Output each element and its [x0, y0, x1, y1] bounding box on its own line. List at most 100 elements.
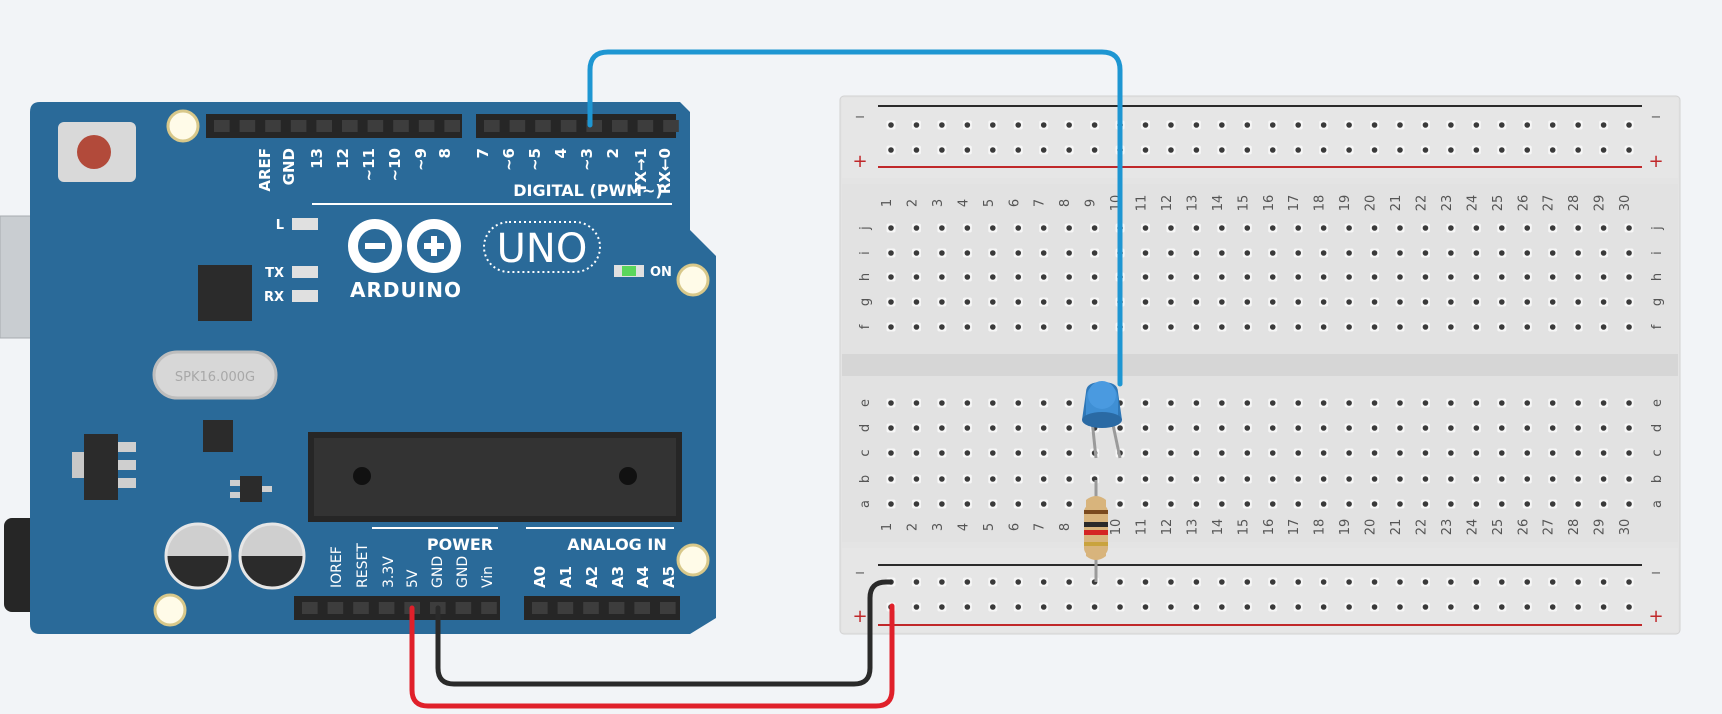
breadboard-hole-socket: [1142, 147, 1149, 153]
breadboard-hole-socket: [1244, 579, 1251, 585]
column-label: 28: [1567, 195, 1582, 212]
digital-pin-label: ~11: [360, 148, 378, 181]
header-pin[interactable]: [532, 602, 548, 614]
blue-led[interactable]: [1082, 381, 1122, 459]
breadboard-hole-socket: [1320, 299, 1327, 305]
row-label: j: [1650, 226, 1665, 231]
power-pin-label: 5V: [405, 569, 421, 588]
column-label: 1: [880, 523, 895, 531]
breadboard-hole-socket: [1295, 604, 1301, 610]
header-pin[interactable]: [634, 602, 650, 614]
breadboard-hole-socket: [1346, 604, 1352, 610]
breadboard-hole-socket: [1371, 324, 1378, 330]
power-header[interactable]: [294, 596, 500, 620]
breadboard-hole-socket: [1371, 579, 1378, 585]
breadboard-hole-socket: [1295, 425, 1301, 431]
header-pin[interactable]: [290, 120, 307, 132]
header-pin[interactable]: [612, 120, 628, 132]
breadboard-hole-socket: [1320, 147, 1327, 153]
breadboard-hole-socket: [1295, 274, 1301, 280]
header-pin[interactable]: [265, 120, 281, 132]
breadboard-hole-socket: [1422, 147, 1429, 153]
breadboard-hole-socket: [1524, 299, 1531, 305]
breadboard-hole-socket: [1575, 225, 1581, 231]
header-pin[interactable]: [481, 602, 497, 614]
breadboard-hole-socket: [990, 400, 996, 406]
mounting-hole: [676, 543, 710, 577]
breadboard-hole-socket: [1371, 299, 1378, 305]
breadboard-hole-socket: [1066, 299, 1072, 305]
mounting-hole: [676, 263, 710, 297]
breadboard-hole-socket: [1142, 501, 1149, 507]
column-label: 24: [1465, 519, 1480, 536]
header-pin[interactable]: [509, 120, 526, 132]
breadboard-hole-socket: [1269, 225, 1276, 231]
row-label: c: [858, 449, 873, 456]
header-pin[interactable]: [239, 120, 256, 132]
header-pin[interactable]: [393, 120, 409, 132]
breadboard-hole-socket: [1448, 274, 1454, 280]
breadboard-hole-socket: [1499, 250, 1505, 256]
header-pin[interactable]: [637, 120, 654, 132]
breadboard-hole-socket: [1371, 122, 1378, 128]
header-pin[interactable]: [484, 120, 500, 132]
header-pin[interactable]: [660, 602, 676, 614]
header-pin[interactable]: [367, 120, 384, 132]
breadboard-hole-socket: [1600, 250, 1607, 256]
breadboard-hole-socket: [1219, 604, 1225, 610]
breadboard-hole-socket: [1499, 604, 1505, 610]
header-pin[interactable]: [418, 120, 435, 132]
resistor[interactable]: [1084, 480, 1108, 582]
mounting-hole: [166, 109, 200, 143]
breadboard-hole-socket: [1371, 225, 1378, 231]
header-pin[interactable]: [214, 120, 230, 132]
power-wire-5v[interactable]: [409, 603, 895, 709]
digital-header-left[interactable]: [206, 114, 462, 138]
header-pin[interactable]: [302, 602, 318, 614]
column-label: 26: [1516, 195, 1531, 212]
breadboard-hole-socket: [913, 579, 920, 585]
header-pin[interactable]: [316, 120, 332, 132]
breadboard-hole-socket: [1397, 604, 1403, 610]
arduino-uno-board[interactable]: SPK16.000G L TX RX: [0, 102, 716, 634]
breadboard-hole-socket: [1219, 450, 1225, 456]
analog-header[interactable]: [524, 596, 680, 620]
reset-button[interactable]: [77, 135, 111, 169]
header-pin[interactable]: [353, 602, 369, 614]
digital-header-right[interactable]: [476, 114, 679, 138]
led-on-glow: [622, 266, 636, 276]
breadboard-hole-socket: [1091, 299, 1098, 305]
analog-pin-label: A0: [531, 566, 549, 588]
header-pin[interactable]: [557, 602, 574, 614]
signal-wire[interactable]: [587, 49, 1123, 387]
breadboard-hole-socket: [1397, 250, 1403, 256]
breadboard-hole-socket: [1499, 450, 1505, 456]
header-pin[interactable]: [535, 120, 551, 132]
breadboard-hole-socket: [1066, 324, 1072, 330]
breadboard-hole-socket: [1473, 324, 1480, 330]
header-pin[interactable]: [608, 602, 625, 614]
breadboard-hole-socket: [1575, 501, 1581, 507]
breadboard-hole-socket: [1422, 225, 1429, 231]
breadboard-hole-socket: [1397, 225, 1403, 231]
header-pin[interactable]: [378, 602, 395, 614]
header-pin[interactable]: [560, 120, 577, 132]
header-pin[interactable]: [663, 120, 679, 132]
breadboard-hole-socket: [888, 122, 894, 128]
breadboard-hole-socket: [1015, 425, 1022, 431]
breadboard-hole-socket: [1040, 147, 1047, 153]
header-pin[interactable]: [583, 602, 599, 614]
header-pin[interactable]: [342, 120, 358, 132]
header-pin[interactable]: [327, 602, 344, 614]
breadboard-hole-socket: [1269, 400, 1276, 406]
breadboard-hole-socket: [913, 274, 920, 280]
header-pin[interactable]: [444, 120, 460, 132]
breadboard[interactable]: − − + + − − + + 112233445566778899101011…: [839, 95, 1681, 635]
header-pin[interactable]: [455, 602, 472, 614]
breadboard-hole-socket: [1244, 501, 1251, 507]
breadboard-hole-socket: [990, 225, 996, 231]
breadboard-hole-socket: [1066, 476, 1072, 482]
breadboard-hole-socket: [1575, 324, 1581, 330]
ground-wire[interactable]: [435, 579, 893, 687]
